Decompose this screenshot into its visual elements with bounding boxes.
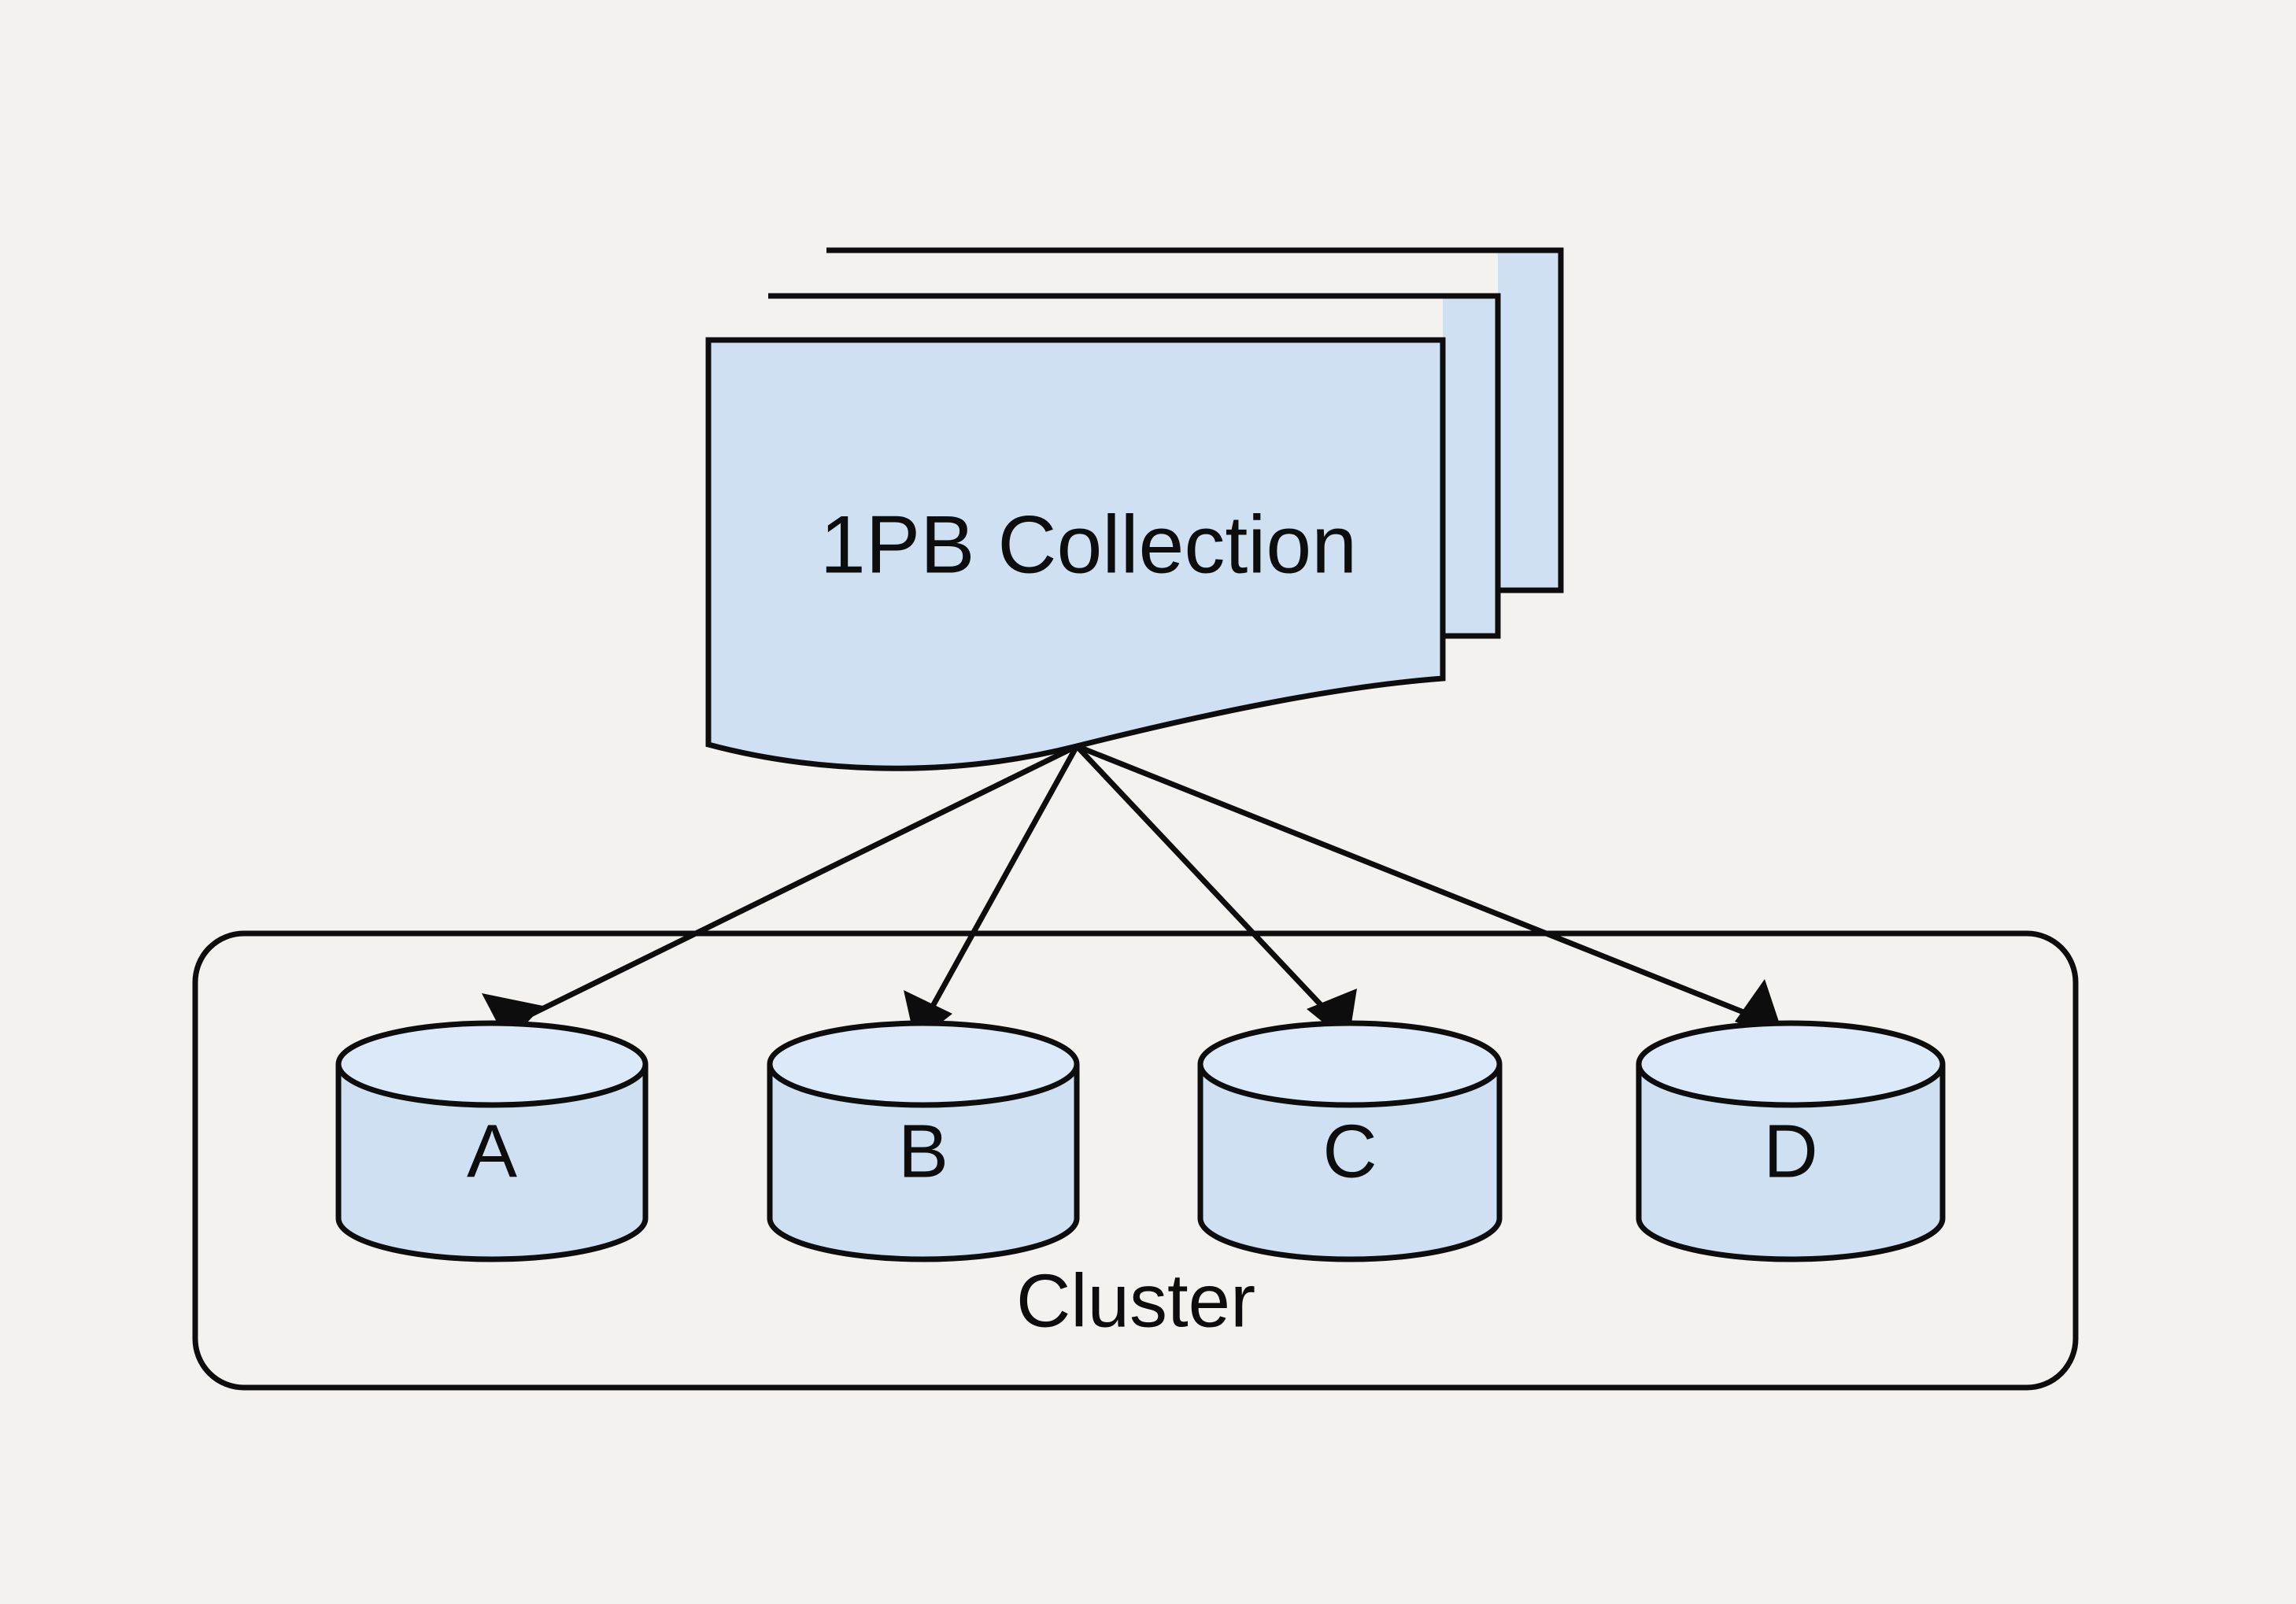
node-b-top-outline xyxy=(767,1020,1080,1108)
node-a-top-fill xyxy=(338,1023,645,1105)
node-c-body-fill xyxy=(1200,1064,1499,1259)
node-b-body-outline xyxy=(767,1064,1080,1262)
node-d-body-fill xyxy=(1639,1064,1943,1259)
edge-collection-to-c xyxy=(1074,744,1357,1043)
edge-collection-to-a xyxy=(482,743,1078,1043)
collection-card-middle xyxy=(768,293,1501,639)
node-c-label: C xyxy=(1322,1109,1377,1193)
collection-label: 1PB Collection xyxy=(820,499,1357,590)
node-cylinder-c[interactable]: C xyxy=(1197,1020,1503,1262)
collection-card-front-fill xyxy=(708,340,1443,769)
edge-line-b xyxy=(920,745,1080,1025)
node-d-body-outline xyxy=(1636,1064,1946,1262)
edge-line-d xyxy=(1075,743,1773,1026)
node-b-top-fill xyxy=(770,1023,1077,1105)
node-d-top-outline xyxy=(1636,1020,1946,1108)
node-b-body-fill xyxy=(770,1064,1077,1259)
arrowhead-a xyxy=(482,993,543,1043)
cluster-label: Cluster xyxy=(1016,1258,1255,1343)
node-cylinder-d[interactable]: D xyxy=(1636,1020,1946,1262)
edge-collection-to-d xyxy=(1075,743,1785,1040)
cluster-box-outline xyxy=(192,930,2079,1391)
node-c-top-outline xyxy=(1197,1020,1503,1108)
node-cylinder-a[interactable]: A xyxy=(335,1020,649,1262)
cluster-box[interactable] xyxy=(192,930,2079,1391)
node-c-top-fill xyxy=(1200,1023,1499,1105)
node-d-label: D xyxy=(1763,1109,1817,1193)
collection-card-back-outline xyxy=(826,247,1564,593)
node-d-top-fill xyxy=(1639,1023,1943,1105)
node-b-label: B xyxy=(898,1109,948,1193)
collection-card-back xyxy=(826,247,1564,593)
node-a-body-fill xyxy=(338,1064,645,1259)
node-a-top-outline xyxy=(335,1020,649,1108)
collection-card-middle-outline xyxy=(768,293,1501,639)
edge-line-c xyxy=(1074,744,1340,1026)
node-cylinder-b[interactable]: B xyxy=(767,1020,1080,1262)
edge-line-a xyxy=(512,743,1078,1026)
node-a-label: A xyxy=(467,1109,517,1193)
node-a-body-outline xyxy=(335,1064,649,1262)
node-c-body-outline xyxy=(1197,1064,1503,1262)
